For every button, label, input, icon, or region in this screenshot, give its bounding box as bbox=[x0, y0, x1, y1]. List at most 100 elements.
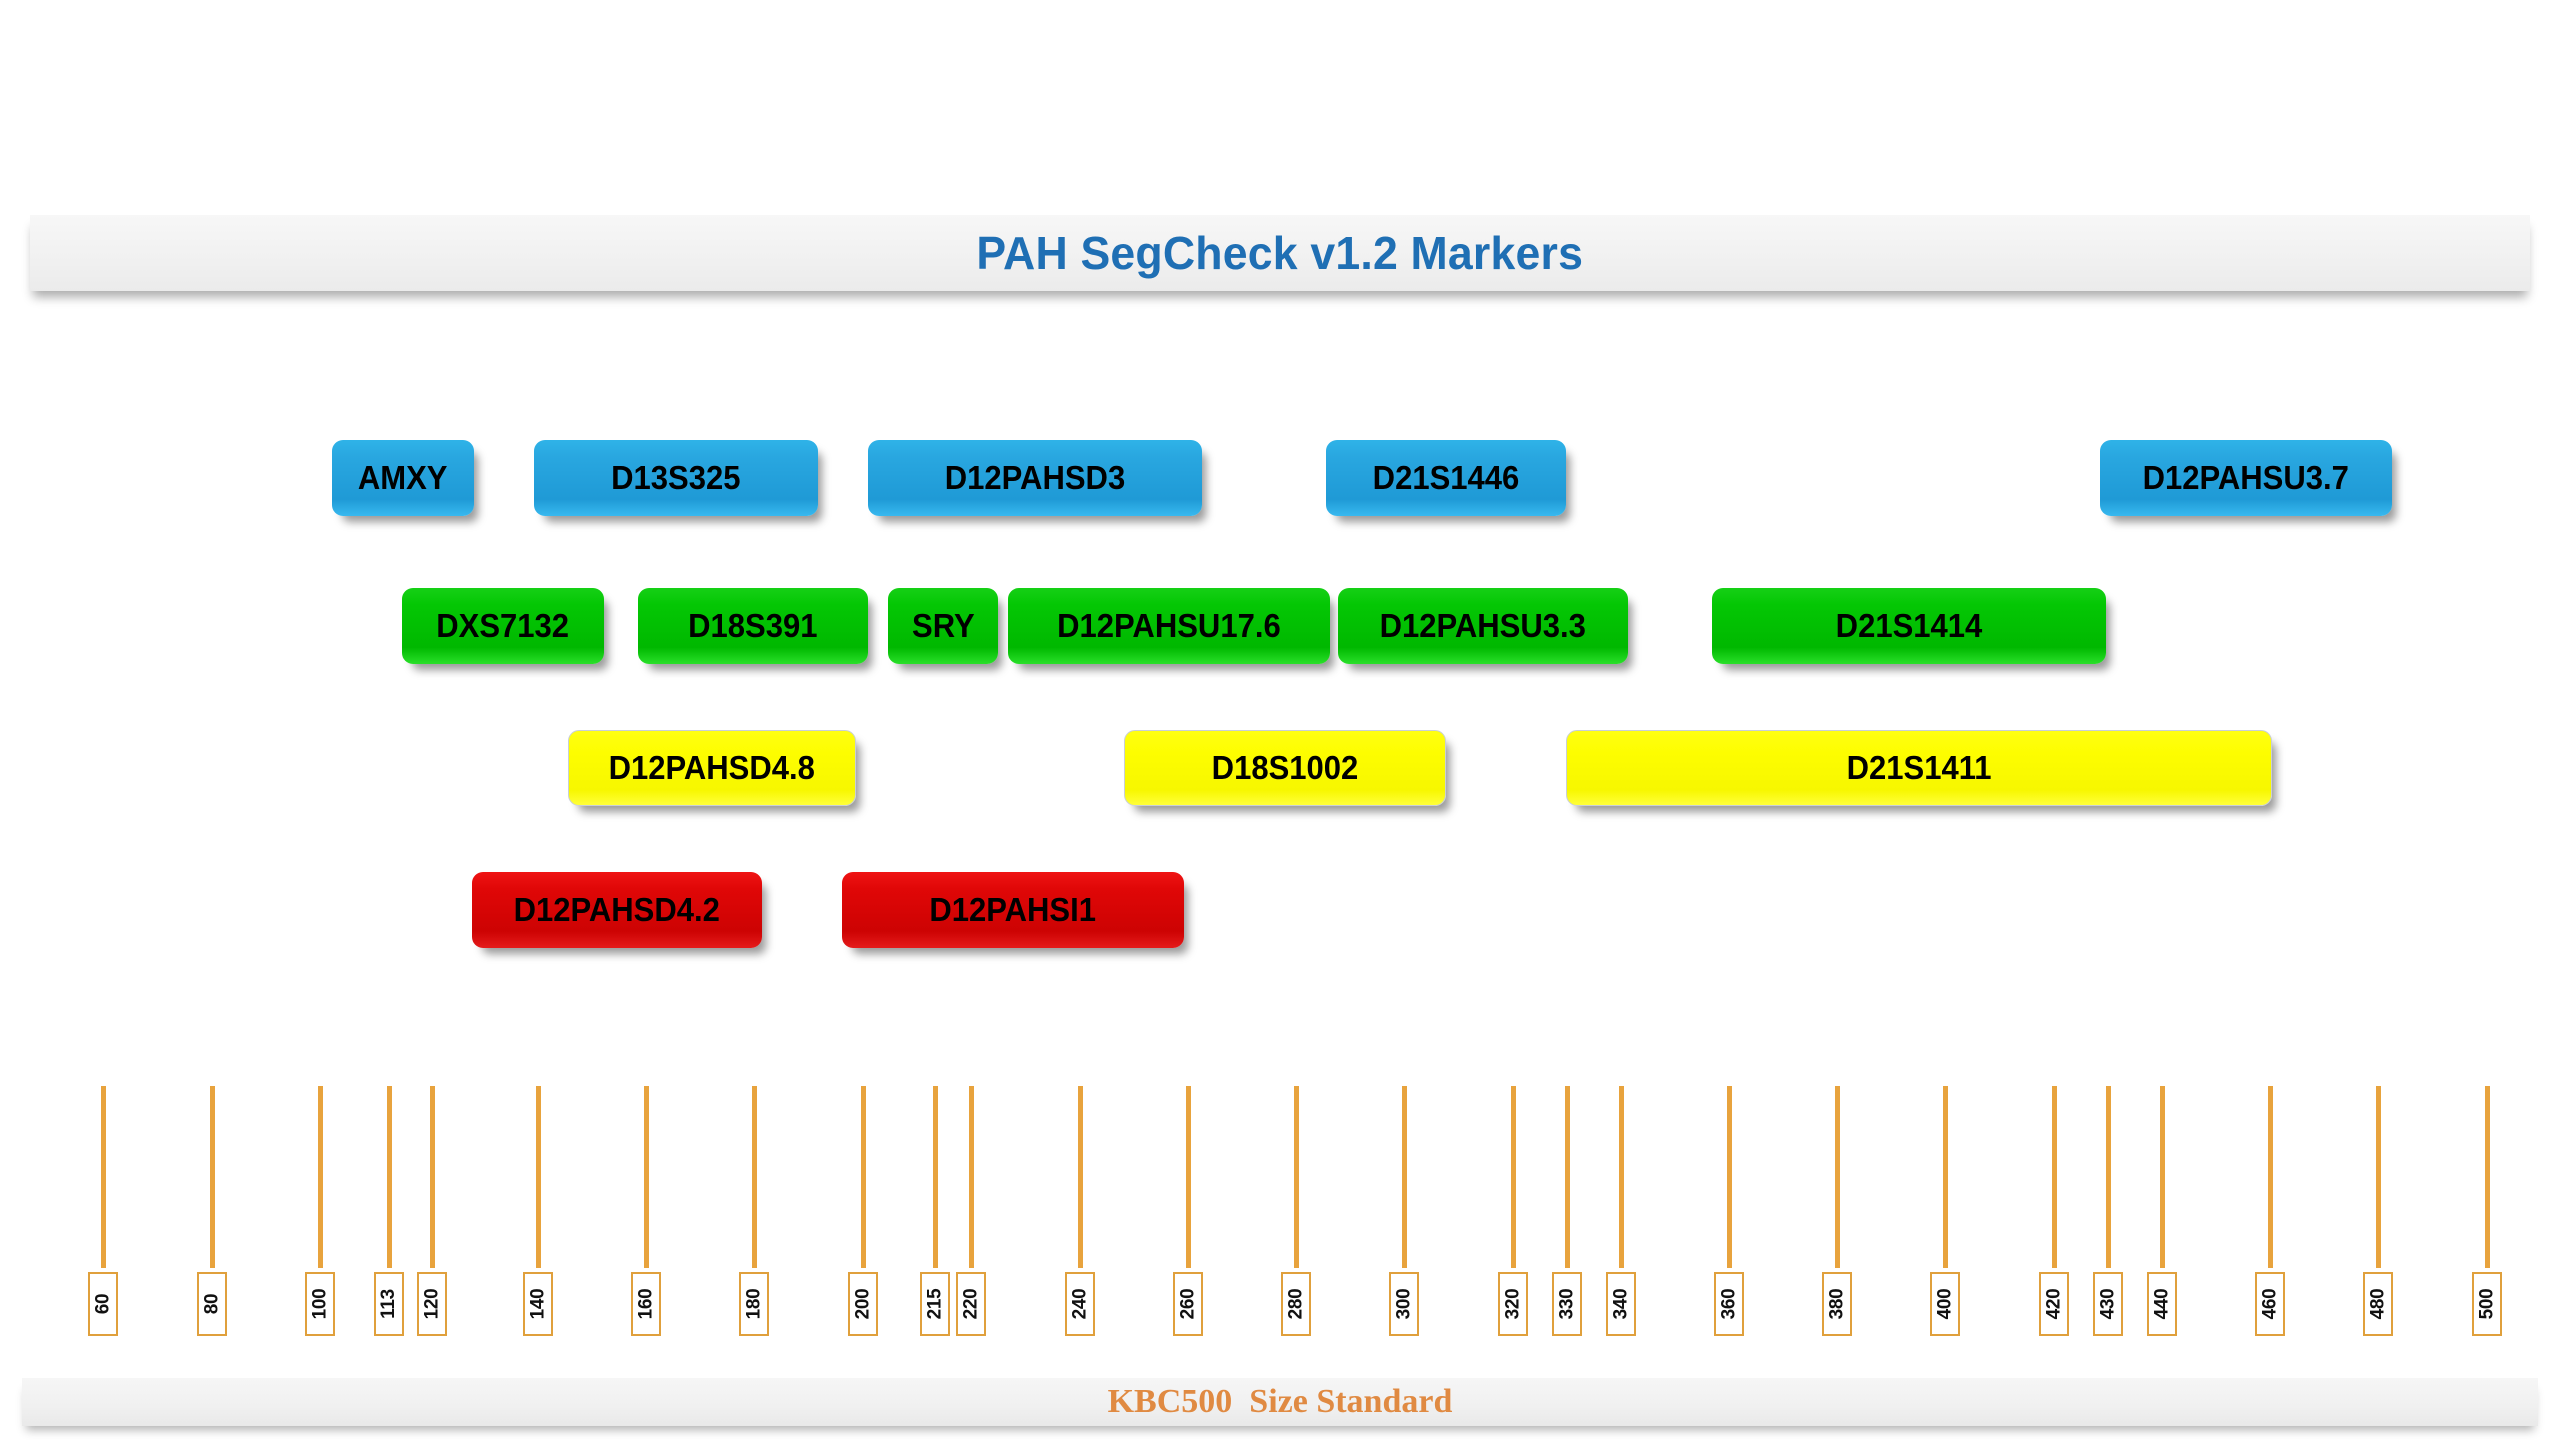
ladder-tick-size: 280 bbox=[1285, 1288, 1306, 1320]
marker-label: D12PAHSU17.6 bbox=[1057, 607, 1281, 644]
ladder-tick-label-box[interactable]: 360 bbox=[1714, 1272, 1744, 1336]
ladder-tick-label-box[interactable]: 80 bbox=[197, 1272, 227, 1336]
ladder-tick-label-box[interactable]: 200 bbox=[848, 1272, 878, 1336]
ladder-tick-label-box[interactable]: 440 bbox=[2147, 1272, 2177, 1336]
ladder-tick-label-box[interactable]: 180 bbox=[739, 1272, 769, 1336]
ladder-tick-line bbox=[2160, 1086, 2165, 1268]
size-standard-label: KBC500 Size Standard bbox=[1107, 1383, 1453, 1420]
ladder-tick-label-box[interactable]: 420 bbox=[2039, 1272, 2069, 1336]
marker-label: D21S1414 bbox=[1835, 607, 1983, 644]
marker-label: D21S1411 bbox=[1846, 749, 1992, 786]
ladder-tick-label-box[interactable]: 240 bbox=[1065, 1272, 1095, 1336]
ladder-tick-size: 440 bbox=[2151, 1288, 2172, 1320]
ladder-tick-line bbox=[1727, 1086, 1732, 1268]
title-panel: PAH SegCheck v1.2 Markers bbox=[30, 215, 2530, 291]
ladder-tick-size: 460 bbox=[2259, 1288, 2280, 1320]
marker-row-yellow: D12PAHSD4.8 D18S1002 D21S1411 bbox=[0, 730, 2560, 816]
marker-label: D12PAHSU3.3 bbox=[1379, 607, 1587, 644]
ladder-tick-label-box[interactable]: 120 bbox=[417, 1272, 447, 1336]
marker-label: AMXY bbox=[358, 459, 448, 496]
ladder-tick-line bbox=[644, 1086, 649, 1268]
ladder-tick-label-box[interactable]: 260 bbox=[1173, 1272, 1203, 1336]
ladder-tick-size: 430 bbox=[2097, 1288, 2118, 1320]
marker-label: D12PAHSD4.2 bbox=[513, 891, 721, 928]
ladder-tick-size: 500 bbox=[2476, 1288, 2497, 1320]
marker-chip[interactable]: D21S1414 bbox=[1712, 588, 2106, 664]
marker-chip[interactable]: AMXY bbox=[332, 440, 474, 516]
ladder-tick-size: 220 bbox=[960, 1288, 981, 1320]
ladder-tick-size: 240 bbox=[1069, 1288, 1090, 1320]
marker-chip[interactable]: SRY bbox=[888, 588, 998, 664]
marker-label: SRY bbox=[911, 607, 975, 644]
marker-chip[interactable]: D18S1002 bbox=[1124, 730, 1446, 806]
ladder-tick-label-box[interactable]: 220 bbox=[956, 1272, 986, 1336]
marker-chip[interactable]: D12PAHSU3.3 bbox=[1338, 588, 1628, 664]
ladder-tick-line bbox=[210, 1086, 215, 1268]
ladder-tick-label-box[interactable]: 160 bbox=[631, 1272, 661, 1336]
ladder-tick-line bbox=[1402, 1086, 1407, 1268]
ladder-tick-label-box[interactable]: 400 bbox=[1930, 1272, 1960, 1336]
ladder-tick-label-box[interactable]: 300 bbox=[1389, 1272, 1419, 1336]
ladder-tick-line bbox=[1186, 1086, 1191, 1268]
ladder-tick-label-box[interactable]: 60 bbox=[88, 1272, 118, 1336]
marker-row-blue: AMXY D13S325 D12PAHSD3 D21S1446 D12PAHSU3.7 bbox=[0, 440, 2560, 526]
marker-chip[interactable]: D21S1446 bbox=[1326, 440, 1566, 516]
ladder-tick-label-box[interactable]: 430 bbox=[2093, 1272, 2123, 1336]
marker-label: D21S1446 bbox=[1372, 459, 1520, 496]
ladder-tick-size: 420 bbox=[2043, 1288, 2064, 1320]
ladder-tick-line bbox=[2268, 1086, 2273, 1268]
ladder-tick-line bbox=[752, 1086, 757, 1268]
marker-label: D13S325 bbox=[611, 459, 741, 496]
marker-chip[interactable]: D12PAHSU3.7 bbox=[2100, 440, 2392, 516]
marker-chip[interactable]: D13S325 bbox=[534, 440, 818, 516]
marker-label: D18S1002 bbox=[1211, 749, 1359, 786]
ladder-tick-label-box[interactable]: 320 bbox=[1498, 1272, 1528, 1336]
ladder-tick-line bbox=[1943, 1086, 1948, 1268]
marker-chip[interactable]: D12PAHSD4.2 bbox=[472, 872, 762, 948]
ladder-tick-line bbox=[1565, 1086, 1570, 1268]
ladder-tick-label-box[interactable]: 140 bbox=[523, 1272, 553, 1336]
ladder-tick-label-box[interactable]: 380 bbox=[1822, 1272, 1852, 1336]
ladder-tick-line bbox=[1511, 1086, 1516, 1268]
ladder-tick-line bbox=[101, 1086, 106, 1268]
ladder-tick-label-box[interactable]: 330 bbox=[1552, 1272, 1582, 1336]
marker-chip[interactable]: DXS7132 bbox=[402, 588, 604, 664]
ladder-tick-size: 360 bbox=[1718, 1288, 1739, 1320]
marker-chip[interactable]: D12PAHSI1 bbox=[842, 872, 1184, 948]
ladder-tick-size: 160 bbox=[635, 1288, 656, 1320]
ladder-tick-label-box[interactable]: 500 bbox=[2472, 1272, 2502, 1336]
ladder-tick-size: 180 bbox=[743, 1288, 764, 1320]
ladder-tick-line bbox=[1078, 1086, 1083, 1268]
marker-chip[interactable]: D12PAHSD3 bbox=[868, 440, 1202, 516]
ladder-tick-line bbox=[969, 1086, 974, 1268]
ladder-tick-size: 113 bbox=[378, 1289, 400, 1319]
ladder-tick-line bbox=[2485, 1086, 2490, 1268]
ladder-tick-size: 330 bbox=[1556, 1288, 1577, 1320]
ladder-tick-line bbox=[430, 1086, 435, 1268]
ladder-tick-line bbox=[933, 1086, 938, 1268]
ladder-tick-line bbox=[2106, 1086, 2111, 1268]
ladder-tick-label-box[interactable]: 460 bbox=[2255, 1272, 2285, 1336]
marker-label: D12PAHSI1 bbox=[929, 891, 1097, 928]
ladder-tick-label-box[interactable]: 280 bbox=[1281, 1272, 1311, 1336]
ladder-tick-label-box[interactable]: 215 bbox=[920, 1272, 950, 1336]
footer-panel: KBC500 Size Standard bbox=[22, 1378, 2538, 1426]
marker-label: D12PAHSD3 bbox=[944, 459, 1126, 496]
ladder-tick-label-box[interactable]: 340 bbox=[1606, 1272, 1636, 1336]
ladder-tick-line bbox=[1619, 1086, 1624, 1268]
ladder-tick-label-box[interactable]: 113 bbox=[374, 1272, 404, 1336]
marker-chip[interactable]: D21S1411 bbox=[1566, 730, 2272, 806]
ladder-tick-label-box[interactable]: 100 bbox=[305, 1272, 335, 1336]
ladder-tick-label-box[interactable]: 480 bbox=[2363, 1272, 2393, 1336]
ladder-tick-line bbox=[1835, 1086, 1840, 1268]
ladder-tick-size: 400 bbox=[1934, 1288, 1955, 1320]
marker-chip[interactable]: D12PAHSD4.8 bbox=[568, 730, 856, 806]
marker-chip[interactable]: D12PAHSU17.6 bbox=[1008, 588, 1330, 664]
marker-label: DXS7132 bbox=[436, 607, 570, 644]
ladder-tick-size: 60 bbox=[91, 1293, 113, 1315]
marker-row-red: D12PAHSD4.2 D12PAHSI1 bbox=[0, 872, 2560, 958]
marker-chip[interactable]: D18S391 bbox=[638, 588, 868, 664]
ladder-tick-size: 340 bbox=[1610, 1288, 1631, 1320]
marker-row-green: DXS7132 D18S391 SRY D12PAHSU17.6 D12PAHSU3.3… bbox=[0, 588, 2560, 674]
